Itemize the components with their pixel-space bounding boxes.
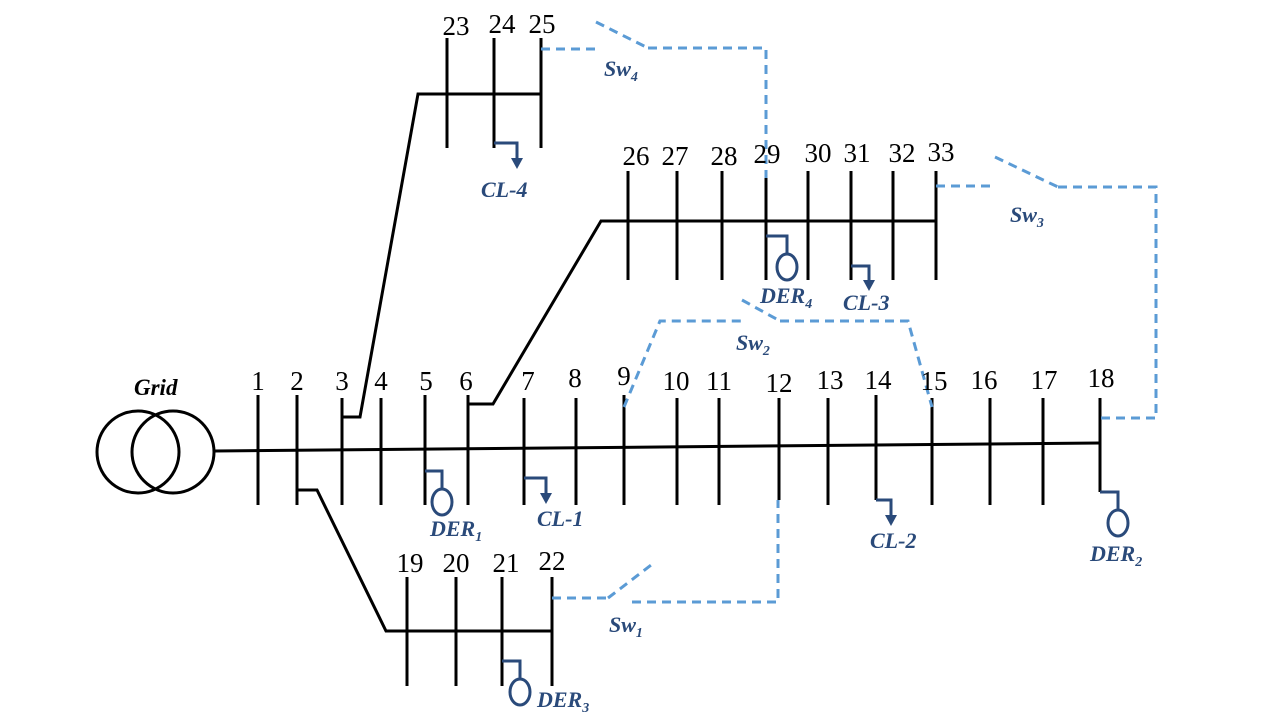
bus-label: 14 bbox=[865, 365, 893, 395]
bus-label: 19 bbox=[397, 548, 424, 578]
bus-labels: 1 2 3 4 5 6 7 8 9 10 11 12 13 14 15 16 1… bbox=[251, 9, 1114, 578]
bus-label: 33 bbox=[928, 137, 955, 167]
cl3-label: CL-3 bbox=[843, 290, 889, 315]
bus-label: 9 bbox=[617, 361, 631, 391]
bus-label: 4 bbox=[374, 366, 388, 396]
bus-label: 13 bbox=[817, 365, 844, 395]
bus-label: 29 bbox=[754, 139, 781, 169]
bus-label: 6 bbox=[459, 366, 473, 396]
sw1-label: Sw1 bbox=[609, 612, 643, 641]
bus-label: 31 bbox=[844, 138, 871, 168]
main-feeder-line bbox=[213, 441, 1101, 453]
der1-label: DER1 bbox=[429, 516, 482, 545]
der2-label: DER2 bbox=[1089, 541, 1142, 570]
bus-label: 30 bbox=[805, 138, 832, 168]
bus-label: 1 bbox=[251, 366, 265, 396]
bus-label: 5 bbox=[419, 366, 433, 396]
bus-label: 23 bbox=[443, 11, 470, 41]
cl2-label: CL-2 bbox=[870, 528, 916, 553]
lateral-19-22-ticks bbox=[405, 577, 554, 686]
bus-label: 7 bbox=[521, 366, 535, 396]
sw4-label: Sw4 bbox=[604, 56, 638, 85]
main-bus-ticks bbox=[256, 395, 1102, 505]
cl2-load-arrow-icon bbox=[876, 498, 897, 526]
bus-label: 15 bbox=[921, 366, 948, 396]
bus-label: 32 bbox=[889, 138, 916, 168]
bus-label: 3 bbox=[335, 366, 349, 396]
cl1-load-arrow-icon bbox=[524, 476, 552, 504]
bus-label: 28 bbox=[711, 141, 738, 171]
der4-label: DER4 bbox=[759, 283, 812, 312]
sw2-label: Sw2 bbox=[736, 330, 770, 359]
bus-label: 16 bbox=[971, 365, 998, 395]
bus-label: 21 bbox=[493, 548, 520, 578]
bus-label: 26 bbox=[623, 141, 650, 171]
lateral-26-33-ticks bbox=[626, 171, 938, 280]
bus-label: 18 bbox=[1088, 363, 1115, 393]
lateral-23-25-line bbox=[342, 92, 541, 419]
tie-switch-sw1 bbox=[552, 500, 780, 604]
bus-label: 25 bbox=[529, 9, 556, 39]
der2-generator-icon bbox=[1100, 490, 1130, 538]
lateral-23-25-ticks bbox=[445, 38, 543, 148]
tie-switch-sw3 bbox=[936, 155, 1158, 420]
lateral-26-33-line bbox=[468, 219, 936, 406]
cl1-label: CL-1 bbox=[537, 506, 583, 531]
bus-label: 27 bbox=[662, 141, 689, 171]
bus-label: 20 bbox=[443, 548, 470, 578]
cl3-load-arrow-icon bbox=[851, 264, 875, 291]
bus-label: 17 bbox=[1031, 365, 1058, 395]
cl4-label: CL-4 bbox=[481, 177, 527, 202]
bus-label: 11 bbox=[706, 366, 732, 396]
sw3-label: Sw3 bbox=[1010, 202, 1044, 231]
bus-label: 10 bbox=[663, 366, 690, 396]
cl4-load-arrow-icon bbox=[494, 141, 523, 169]
der3-label: DER3 bbox=[536, 687, 589, 716]
bus-label: 2 bbox=[290, 366, 304, 396]
grid-transformer-icon bbox=[95, 409, 216, 495]
bus-label: 12 bbox=[766, 368, 793, 398]
der1-generator-icon bbox=[425, 469, 454, 517]
tie-switch-sw4 bbox=[541, 20, 768, 178]
der4-generator-icon bbox=[766, 234, 799, 282]
grid-label: Grid bbox=[134, 375, 178, 400]
bus-label: 24 bbox=[489, 9, 517, 39]
lateral-19-22-line bbox=[297, 488, 552, 633]
bus-label: 8 bbox=[568, 363, 582, 393]
der3-generator-icon bbox=[502, 659, 532, 707]
tie-switch-sw2 bbox=[622, 298, 934, 408]
bus-label: 22 bbox=[539, 546, 566, 576]
